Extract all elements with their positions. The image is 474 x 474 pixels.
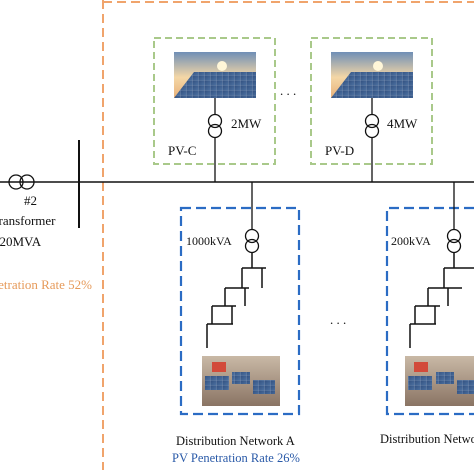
pv-unit-d: 4MW PV-D [310, 37, 433, 182]
network-a-transformer-symbol [244, 228, 260, 254]
substation-boundary [102, 0, 474, 470]
transformer-pv-rate: PV Penetration Rate 52% [0, 277, 92, 292]
pv-c-box [153, 37, 276, 165]
network-a-pv-rate: PV Penetration Rate 26% [172, 451, 300, 465]
pv-ellipsis: . . . [280, 83, 296, 98]
pv-c-transformer-symbol [207, 113, 223, 139]
main-transformer-symbol [8, 174, 35, 190]
pv-d-label: PV-D [325, 143, 354, 158]
pv-d-transformer-symbol [364, 113, 380, 139]
pv-d-box [310, 37, 433, 165]
pv-d-capacity: 4MW [387, 116, 418, 131]
transformer-type: Transformer [0, 213, 56, 228]
network-a-box [179, 206, 301, 416]
pv-unit-c: 2MW PV-C [153, 37, 276, 182]
network-a-name: Distribution Network A [176, 434, 295, 448]
network-ellipsis: . . . [330, 312, 346, 327]
network-b-transformer-symbol [446, 228, 462, 254]
solar-panel-image-d [331, 52, 413, 98]
transformer-number: #2 [24, 193, 37, 208]
solar-panel-image-c [174, 52, 256, 98]
distribution-network-a: 1000kVA Distribution Network A PV Penetr… [172, 182, 301, 465]
network-b-name: Distribution Network B [380, 432, 474, 446]
network-b-box [385, 206, 474, 416]
transformer-rating: 120MVA [0, 234, 42, 249]
distribution-network-b: 200kVA Distribution Network B [380, 182, 474, 446]
network-b-feeder-tree [409, 253, 474, 348]
pv-c-capacity: 2MW [231, 116, 262, 131]
network-a-feeder-tree [206, 253, 266, 348]
pv-c-label: PV-C [168, 143, 196, 158]
network-a-transformer-kva: 1000kVA [186, 234, 232, 248]
network-b-transformer-kva: 200kVA [391, 234, 431, 248]
